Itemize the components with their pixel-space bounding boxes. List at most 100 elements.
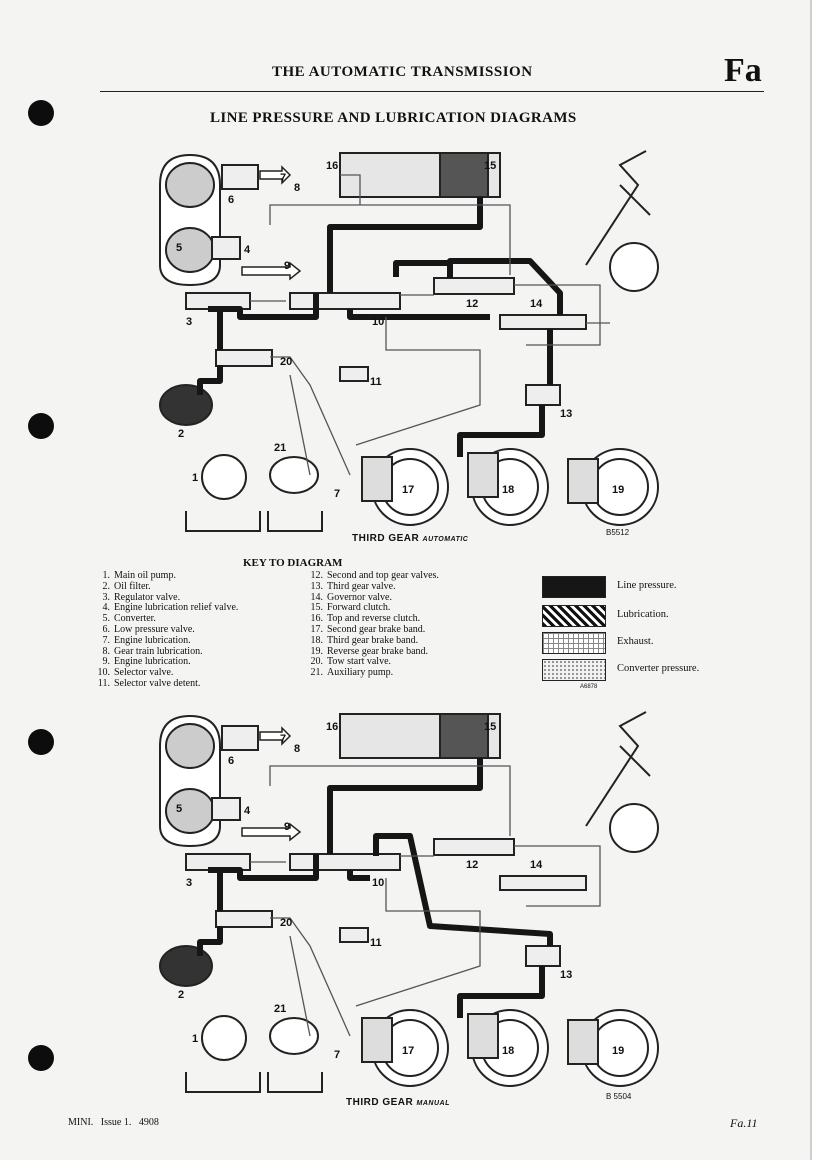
section-code: Fa	[724, 52, 762, 89]
key-item-number: 13.	[310, 580, 324, 592]
key-item: 8.Gear train lubrication.	[92, 645, 238, 658]
second-top-gear-valves	[433, 277, 515, 295]
third-gear-valve	[525, 384, 561, 406]
binder-hole	[28, 729, 54, 755]
key-item-number: 5.	[102, 613, 111, 625]
selector-linkage	[585, 150, 651, 266]
footer-issue: MINI. Issue 1. 4908	[68, 1117, 159, 1128]
callout-13: 13	[560, 408, 572, 420]
main-oil-pump	[201, 454, 247, 500]
callout-19: 19	[612, 484, 624, 496]
key-item-number: 2.	[102, 580, 111, 592]
key-item-number: 6.	[102, 623, 111, 635]
key-item: 9.Engine lubrication.	[92, 656, 238, 668]
auxiliary-pump	[269, 456, 319, 494]
key-item: 16.Top and reverse clutch.	[305, 613, 439, 625]
key-item-number: 17.	[310, 623, 324, 635]
key-item-label: Selector valve detent.	[114, 677, 201, 689]
key-item-label: Third gear valve.	[327, 580, 396, 592]
svg-text:11: 11	[370, 937, 382, 949]
key-item: 1.Main oil pump.	[92, 570, 238, 582]
svg-text:5: 5	[176, 803, 182, 815]
relief-valve	[211, 236, 241, 260]
key-item-label: Second gear brake band.	[327, 623, 426, 635]
key-item: 17.Second gear brake band.	[305, 623, 439, 636]
callout-18: 18	[502, 484, 514, 496]
low-pressure-valve	[221, 164, 259, 190]
key-item: 3.Regulator valve.	[92, 591, 238, 604]
svg-text:21: 21	[274, 1003, 286, 1015]
key-item: 14.Governor valve.	[305, 591, 439, 604]
key-item: 2.Oil filter.	[92, 580, 238, 593]
key-item-number: 10.	[97, 667, 111, 679]
binder-hole	[28, 1045, 54, 1071]
key-item-label: Reverse gear brake band.	[327, 645, 429, 657]
key-item-label: Gear train lubrication.	[114, 645, 203, 657]
callout-7b: 7	[334, 488, 340, 500]
key-item-label: Regulator valve.	[114, 591, 181, 603]
key-item-number: 19.	[310, 645, 324, 657]
callout-15: 15	[484, 160, 496, 172]
svg-text:2: 2	[178, 989, 184, 1001]
svg-text:4: 4	[244, 805, 251, 817]
forward-clutch	[439, 152, 489, 198]
callout-14: 14	[530, 298, 543, 310]
callout-16: 16	[326, 160, 338, 172]
key-item-number: 12.	[310, 570, 324, 581]
key-item-number: 4.	[102, 602, 111, 614]
caption-top: THIRD GEAR AUTOMATIC	[352, 533, 469, 544]
key-item-number: 14.	[310, 591, 324, 603]
key-item-label: Converter.	[114, 613, 156, 625]
callout-5: 5	[176, 242, 182, 254]
callout-10: 10	[372, 316, 384, 328]
callout-9: 9	[284, 260, 290, 272]
key-item-number: 16.	[310, 613, 324, 625]
key-item: 5.Converter.	[92, 613, 238, 625]
key-item-number: 9.	[102, 656, 111, 668]
page-title: LINE PRESSURE AND LUBRICATION DIAGRAMS	[210, 110, 577, 126]
selector-valve	[289, 292, 401, 310]
key-item-number: 18.	[310, 634, 324, 646]
sump-aux	[267, 511, 323, 532]
key-item-label: Selector valve.	[114, 667, 174, 679]
key-item-label: Governor valve.	[327, 591, 392, 603]
tow-start-valve	[215, 349, 273, 367]
key-item: 19.Reverse gear brake band.	[305, 645, 439, 658]
key-item: 6.Low pressure valve.	[92, 623, 238, 636]
key-list-right: 12.Second and top gear valves.13.Third g…	[305, 570, 439, 679]
selector-detent	[339, 366, 369, 382]
key-item: 18.Third gear brake band.	[305, 634, 439, 647]
servo-reverse	[567, 458, 599, 504]
key-item-label: Forward clutch.	[327, 602, 391, 614]
svg-text:18: 18	[502, 1045, 514, 1057]
key-item-number: 1.	[102, 570, 111, 581]
key-item-label: Engine lubrication relief valve.	[114, 602, 239, 614]
callout-6: 6	[228, 194, 234, 206]
caption-bottom: THIRD GEAR MANUAL	[346, 1097, 450, 1108]
header-title: THE AUTOMATIC TRANSMISSION	[272, 64, 533, 80]
key-item: 15.Forward clutch.	[305, 602, 439, 614]
footer-page-number: Fa.11	[730, 1116, 758, 1130]
key-item-number: 20.	[310, 656, 324, 668]
key-item-number: 21.	[310, 667, 324, 679]
servo-second	[361, 456, 393, 502]
svg-text:14: 14	[530, 859, 543, 871]
governor-valve	[499, 314, 587, 330]
callout-1: 1	[192, 472, 198, 484]
key-item: 20.Tow start valve.	[305, 656, 439, 668]
hydraulic-diagram-automatic: 5 6 7 8 4 9 3 10 16 15 12 14 20 11 13 2 …	[159, 150, 659, 532]
key-item: 11.Selector valve detent.	[92, 677, 238, 690]
converter-upper	[165, 162, 215, 208]
callout-7: 7	[280, 172, 286, 184]
binder-hole	[28, 100, 54, 126]
key-item: 21.Auxiliary pump.	[305, 667, 439, 679]
svg-text:12: 12	[466, 859, 478, 871]
callout-11: 11	[370, 376, 382, 388]
key-item: 4.Engine lubrication relief valve.	[92, 602, 239, 614]
key-item-number: 15.	[310, 602, 324, 614]
binder-hole	[28, 413, 54, 439]
key-item-label: Low pressure valve.	[114, 623, 195, 635]
detent-housing	[609, 242, 659, 292]
key-item-label: Engine lubrication.	[114, 634, 191, 646]
